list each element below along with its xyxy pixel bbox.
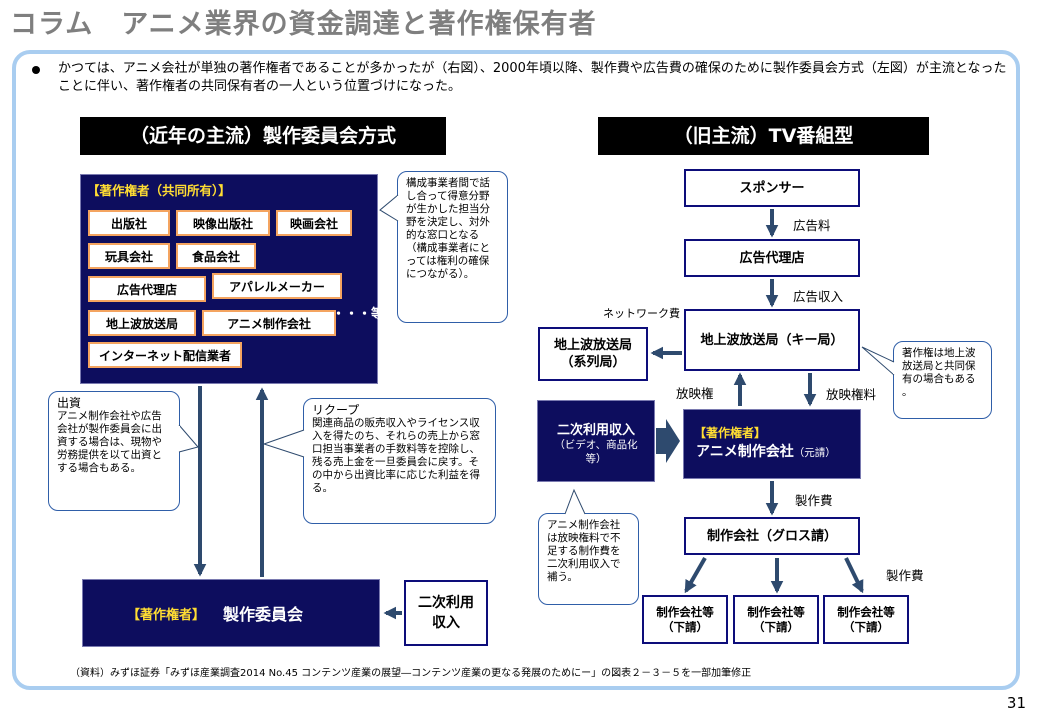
- secondary-to-anime-arrow: [656, 419, 680, 463]
- company-toy: 玩具会社: [88, 243, 170, 269]
- subcontractor-box: 制作会社等 （下請）: [642, 595, 728, 644]
- investment-bubble: 出資 アニメ制作会社や広告会社が製作委員会に出資する場合は、現物や労務提供を以て…: [48, 391, 180, 511]
- anime-owner-label: 【著作権者】: [694, 426, 767, 440]
- anime-company-suffix: （元請）: [793, 447, 836, 459]
- investment-title: 出資: [57, 396, 82, 410]
- anime-company-box: 【著作権者】 アニメ制作会社（元請）: [683, 409, 861, 479]
- role-bubble-tail: [379, 194, 399, 222]
- ad-fee-label: 広告料: [793, 218, 831, 233]
- anime-bubble: アニメ制作会社は放映権料で不足する制作費を二次利用収入で補う。: [538, 513, 639, 605]
- investment-bubble-tail: [178, 424, 199, 453]
- secondary-income-title: 二次利用収入: [556, 423, 635, 438]
- gross-box: 制作会社（グロス請）: [684, 517, 860, 555]
- company-internet: インターネット配信業者: [88, 342, 242, 368]
- recoup-text: 関連商品の販売収入やライセンス収入を得たのち、それらの売上から窓口担当事業者の手…: [312, 417, 480, 494]
- company-film: 映画会社: [276, 210, 352, 236]
- ad-income-label: 広告収入: [793, 289, 844, 304]
- bullet-text: かつては、アニメ会社が単独の著作権者であることが多かったが（右図）、2000年頃…: [58, 61, 1007, 94]
- recoup-bubble-tail: [262, 429, 305, 458]
- left-secondary-income: 二次利用 収入: [404, 580, 488, 646]
- subcontractor-box: 制作会社等 （下請）: [733, 595, 819, 644]
- recoup-title: リクープ: [312, 403, 360, 417]
- anime-bubble-tail: [564, 488, 586, 515]
- co-owner-label: 【著作権者（共同所有）】: [87, 183, 231, 198]
- page-number: 31: [1006, 694, 1026, 712]
- recoup-bubble: リクープ 関連商品の販売収入やライセンス収入を得たのち、それらの売上から窓口担当…: [303, 398, 496, 524]
- anime-company-name: アニメ制作会社: [696, 444, 794, 460]
- bullet-icon: [32, 66, 40, 74]
- page-title: コラム アニメ業界の資金調達と著作権保有者: [10, 9, 597, 40]
- investment-text: アニメ制作会社や広告会社が製作委員会に出資する場合は、現物や労務提供を以て出資と…: [57, 410, 162, 474]
- secondary-income-sub: （ビデオ、商品化等）: [554, 439, 638, 465]
- company-publisher: 出版社: [88, 210, 170, 236]
- committee-box: 【著作権者】 製作委員会: [82, 579, 380, 647]
- network-fee-label: ネットワーク費: [603, 307, 680, 320]
- coowner-bubble-tail: [861, 346, 895, 376]
- prod-fee-label-1: 製作費: [795, 493, 833, 508]
- etc-label: ・・・等: [332, 307, 385, 322]
- committee-name: 製作委員会: [223, 605, 304, 624]
- prod-fee-label-2: 製作費: [886, 568, 924, 583]
- left-header: （近年の主流）製作委員会方式: [80, 117, 446, 155]
- agency-box: 広告代理店: [684, 239, 860, 277]
- company-anime: アニメ制作会社: [202, 310, 336, 336]
- company-video-publisher: 映像出版社: [176, 210, 270, 236]
- content-frame: [12, 50, 1020, 690]
- company-food: 食品会社: [176, 243, 256, 269]
- anime-company-line: アニメ制作会社（元請）: [696, 441, 860, 461]
- subcontractor-box: 制作会社等 （下請）: [823, 595, 909, 644]
- company-terrestrial: 地上波放送局: [88, 310, 196, 336]
- broadcast-fee-label: 放映権料: [826, 387, 877, 402]
- sub-arrow-right: [844, 557, 864, 594]
- role-bubble: 構成事業者間で話し合って得意分野が生かした担当分野を決定し、対外的な窓口となる（…: [397, 171, 508, 323]
- affiliate-station-box: 地上波放送局 （系列局）: [538, 327, 648, 381]
- key-station-box: 地上波放送局（キー局）: [684, 309, 860, 371]
- source-note: （資料）みずほ証券「みずほ産業調査2014 No.45 コンテンツ産業の展望―コ…: [70, 668, 752, 679]
- company-ad-agency: 広告代理店: [88, 276, 206, 302]
- right-header: （旧主流）TV番組型: [598, 117, 929, 155]
- secondary-income-box: 二次利用収入 （ビデオ、商品化等）: [537, 400, 655, 482]
- sub-arrow-left: [684, 557, 707, 594]
- company-apparel: アパレルメーカー: [212, 273, 342, 299]
- committee-owner: 【著作権者】: [127, 607, 206, 623]
- coowner-bubble: 著作権は地上波放送局と共同保有の場合もある 。: [893, 341, 992, 419]
- sponsor-box: スポンサー: [684, 169, 860, 207]
- broadcast-right-label: 放映権: [676, 386, 714, 401]
